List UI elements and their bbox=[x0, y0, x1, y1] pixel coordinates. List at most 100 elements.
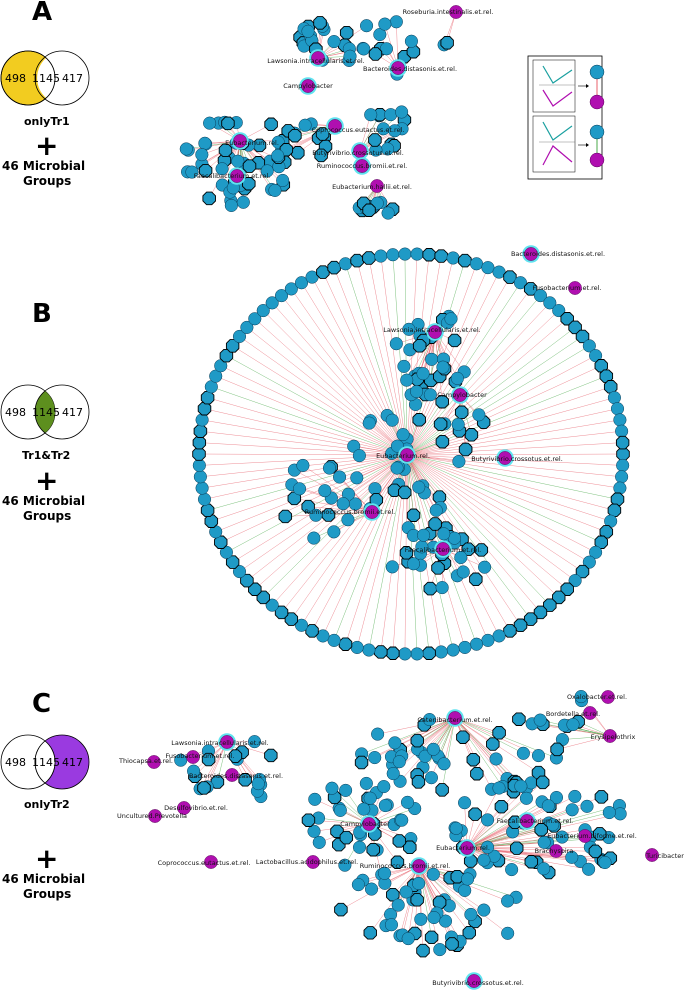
gene-node bbox=[503, 270, 517, 284]
microbe-label: Catenibacterium.et.rel. bbox=[417, 716, 492, 724]
gene-node bbox=[410, 647, 424, 661]
gene-node bbox=[316, 629, 330, 643]
gene-node bbox=[389, 337, 403, 351]
gene-node bbox=[359, 776, 373, 790]
gene-node bbox=[541, 799, 555, 813]
negative-edge bbox=[406, 327, 576, 456]
microbe-label: Roseburia.intestinalis.et.rel. bbox=[403, 8, 494, 16]
venn-c-center-count: 1145 bbox=[32, 756, 60, 769]
gene-node bbox=[615, 470, 629, 484]
gene-node bbox=[288, 128, 302, 143]
gene-node bbox=[464, 428, 479, 442]
gene-node bbox=[582, 339, 596, 353]
gene-node bbox=[464, 907, 478, 922]
gene-node bbox=[412, 876, 426, 891]
gene-node bbox=[543, 598, 557, 612]
microbe-label: Faecalibacterium.et.rel. bbox=[405, 546, 482, 554]
microbe-label: Turicibacter bbox=[645, 852, 684, 860]
microbe-label: Eubacterium.hallii.et.rel. bbox=[332, 183, 412, 191]
gene-node bbox=[292, 482, 307, 496]
gene-node bbox=[301, 24, 315, 38]
gene-node bbox=[492, 726, 506, 740]
gene-node bbox=[461, 872, 475, 886]
gene-node bbox=[307, 531, 321, 545]
gene-node bbox=[474, 543, 489, 557]
microbe-node bbox=[225, 768, 239, 782]
gene-node bbox=[318, 484, 332, 498]
gene-node bbox=[533, 713, 547, 727]
microbe-label: Lawsonia.intracellularis.et.rel. bbox=[383, 326, 480, 334]
positive-edge bbox=[406, 454, 541, 613]
gene-node bbox=[424, 930, 439, 945]
positive-edge bbox=[254, 454, 408, 590]
microbe-node bbox=[301, 79, 315, 93]
gene-node bbox=[469, 637, 484, 651]
microbe-node bbox=[220, 735, 234, 749]
positive-edge bbox=[377, 717, 456, 735]
gene-node bbox=[537, 862, 551, 876]
gene-node bbox=[427, 910, 441, 925]
gene-node bbox=[386, 767, 400, 781]
gene-node bbox=[400, 373, 414, 387]
labels: Roseburia.intestinalis.et.rel.Lawsonia.i… bbox=[194, 8, 494, 191]
panel-b-plus: + bbox=[35, 464, 58, 497]
gene-node bbox=[215, 162, 229, 176]
gene-node bbox=[338, 257, 353, 271]
gene-node bbox=[435, 581, 449, 595]
gene-node bbox=[422, 646, 436, 660]
negative-edge bbox=[441, 717, 456, 790]
gene-node bbox=[308, 792, 322, 806]
positive-edge bbox=[220, 454, 408, 543]
gene-node bbox=[450, 869, 464, 884]
gene-node bbox=[350, 640, 364, 654]
positive-edge bbox=[291, 454, 408, 620]
gene-node bbox=[385, 413, 399, 427]
gene-node bbox=[533, 289, 548, 303]
gene-node bbox=[514, 779, 528, 793]
microbe-node bbox=[147, 755, 161, 769]
microbe-node bbox=[428, 325, 442, 339]
gene-node bbox=[274, 289, 289, 303]
gene-node bbox=[454, 550, 468, 565]
gene-node bbox=[225, 555, 240, 569]
gene-node bbox=[450, 371, 464, 385]
gene-node bbox=[469, 572, 483, 587]
negative-edge bbox=[406, 345, 590, 456]
gene-node bbox=[291, 146, 305, 160]
gene-node bbox=[607, 391, 621, 405]
gene-node bbox=[501, 926, 515, 940]
gene-node bbox=[359, 19, 374, 33]
gene-node bbox=[445, 937, 459, 951]
gene-node bbox=[339, 830, 354, 845]
microbe-label: Erysipelothrix bbox=[591, 733, 636, 741]
gene-node bbox=[381, 206, 395, 220]
negative-edge bbox=[406, 454, 602, 543]
gene-node bbox=[309, 508, 323, 522]
positive-edge bbox=[466, 805, 549, 849]
microbe-node bbox=[230, 169, 244, 183]
gene-node bbox=[364, 882, 379, 896]
gene-node bbox=[402, 322, 416, 336]
gene-node bbox=[386, 646, 400, 660]
microbe-node bbox=[311, 51, 325, 65]
positive-edge bbox=[406, 454, 576, 581]
gene-node bbox=[336, 497, 350, 511]
gene-node bbox=[352, 840, 367, 854]
venn-a-left-count: 498 bbox=[5, 72, 26, 85]
gene-node bbox=[398, 647, 412, 661]
microbe-node bbox=[603, 729, 617, 743]
gene-node bbox=[357, 42, 371, 56]
gene-node bbox=[431, 561, 445, 575]
gene-node bbox=[198, 163, 213, 178]
gene-node bbox=[470, 766, 484, 781]
gene-node bbox=[446, 643, 460, 657]
gene-node bbox=[268, 183, 282, 197]
gene-node bbox=[392, 755, 406, 769]
gene-node bbox=[456, 565, 470, 579]
gene-node bbox=[401, 932, 415, 946]
microbe-node bbox=[436, 542, 450, 556]
gene-node bbox=[472, 408, 486, 422]
gene-node bbox=[458, 253, 472, 268]
gene-node bbox=[446, 251, 460, 265]
negative-edge bbox=[454, 717, 503, 787]
